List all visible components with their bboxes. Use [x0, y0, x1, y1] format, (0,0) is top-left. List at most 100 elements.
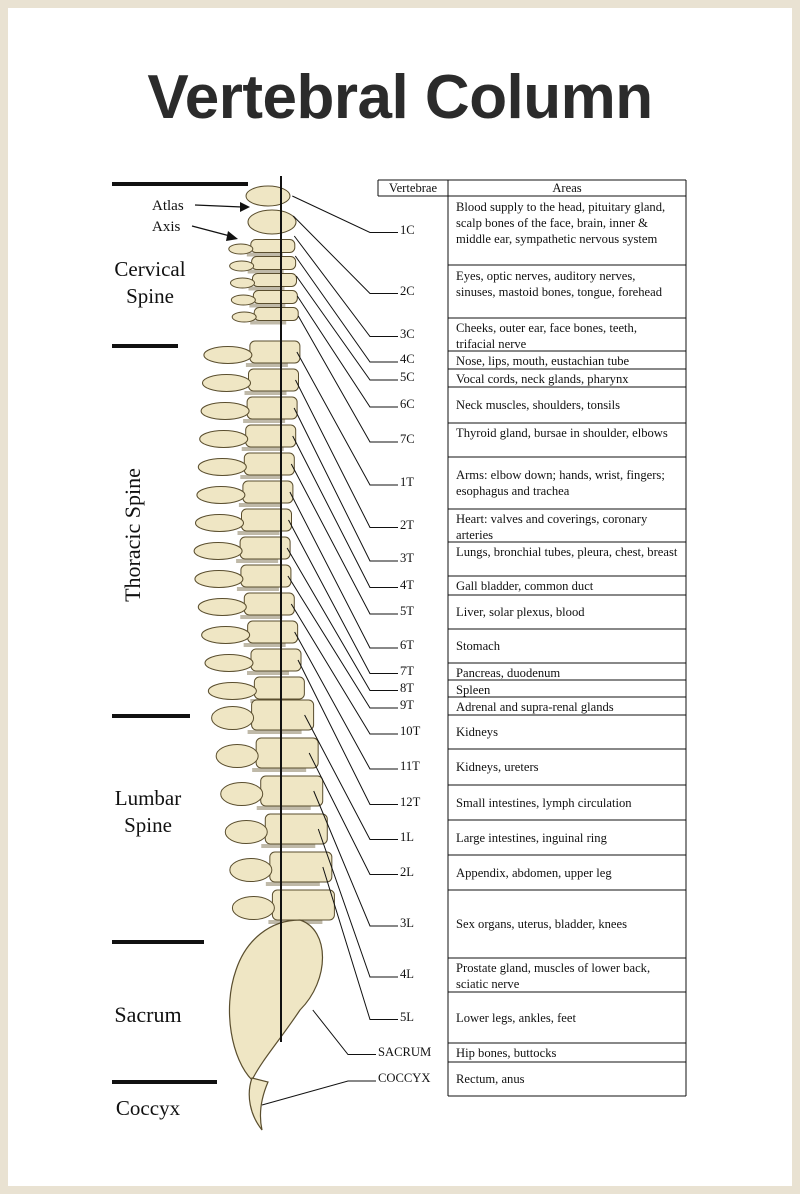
vertebra-label: 2C	[400, 283, 415, 298]
area-cell: Adrenal and supra-renal glands	[456, 700, 614, 714]
spinous-process	[220, 781, 264, 807]
vertebra-label: 3L	[400, 916, 414, 930]
spinous-process	[197, 458, 247, 476]
leader-line	[296, 351, 398, 486]
vertebra-body	[247, 620, 299, 644]
leader-line	[296, 295, 398, 408]
vertebra-label: 6C	[400, 397, 415, 411]
vertebra-label: 1T	[400, 475, 414, 489]
spinous-process	[207, 682, 257, 700]
intervertebral-disc	[249, 303, 286, 308]
intervertebral-disc	[243, 419, 286, 423]
lumbar-label-line2: Spine	[124, 813, 172, 837]
vertebra-body	[252, 273, 297, 287]
area-cell: Liver, solar plexus, blood	[456, 605, 585, 619]
vertebra-label: 11T	[400, 759, 420, 773]
leader-line	[292, 435, 398, 588]
area-cell: Thyroid gland, bursae in shoulder, elbow…	[456, 426, 668, 440]
spinous-process	[202, 374, 251, 392]
intervertebral-disc	[237, 531, 280, 535]
vertebra-body	[251, 699, 315, 731]
leader-lines	[261, 195, 398, 1106]
intervertebral-disc	[236, 559, 279, 563]
area-cell: Nose, lips, mouth, eustachian tube	[456, 354, 630, 368]
annotation-arrows	[191, 202, 250, 241]
vertebra-label: 2L	[400, 864, 414, 879]
area-cell: Eyes, optic nerves, auditory nerves, sin…	[456, 268, 663, 299]
intervertebral-disc	[247, 671, 289, 675]
leader-line	[287, 575, 398, 709]
leader-line	[286, 547, 398, 691]
table-grid	[377, 179, 687, 1097]
separator-cervical-thoracic	[112, 344, 178, 348]
spinous-process	[229, 260, 255, 272]
intervertebral-disc	[247, 730, 302, 734]
area-cell: Cheeks, outer ear, face bones, teeth, tr…	[456, 321, 637, 351]
intervertebral-disc	[240, 615, 283, 619]
intervertebral-disc	[246, 252, 283, 257]
leader-line	[293, 407, 398, 562]
area-cell: Arms: elbow down; hands, wrist, fingers;…	[456, 468, 665, 498]
intervertebral-disc	[250, 320, 287, 325]
leader-line	[261, 1080, 376, 1106]
intervertebral-disc	[247, 269, 284, 274]
vertebra-body	[253, 307, 299, 321]
vertebra-label: 10T	[400, 724, 421, 738]
spinous-process	[196, 486, 246, 504]
area-cell: Small intestines, lymph circulation	[456, 795, 632, 810]
area-cell: Pancreas, duodenum	[456, 666, 561, 680]
coccyx-label: Coccyx	[116, 1096, 181, 1120]
vertebra-body	[250, 239, 296, 253]
separator-thoracic-lumbar	[112, 714, 190, 718]
vertebra-body	[252, 290, 298, 304]
intervertebral-disc	[256, 806, 311, 810]
leader-line	[297, 315, 398, 443]
leader-line	[293, 235, 398, 337]
leader-line	[289, 491, 398, 649]
vertebra-label: 5L	[400, 1009, 414, 1024]
area-cell: Kidneys, ureters	[456, 760, 539, 774]
vertebra-label: 7C	[400, 432, 415, 446]
vertebra-label: 3T	[400, 551, 414, 565]
spinous-process	[229, 857, 273, 883]
leader-line	[322, 866, 398, 1020]
vertebra-label: 5C	[400, 370, 415, 384]
vertebra-body	[243, 452, 295, 476]
area-cell: Sex organs, uterus, bladder, knees	[456, 917, 627, 931]
vertebra-body	[255, 737, 319, 769]
vertebra-body	[241, 508, 292, 532]
area-cell: Appendix, abdomen, upper leg	[456, 865, 612, 880]
vertebra-label: 4T	[400, 577, 414, 592]
intervertebral-disc	[238, 503, 281, 507]
vertebra-label: 4L	[400, 967, 414, 981]
cervical-label-line2: Spine	[126, 284, 174, 308]
leader-line	[292, 215, 398, 294]
leader-line	[304, 714, 398, 840]
area-cell: Vocal cords, neck glands, pharynx	[456, 372, 629, 386]
spinous-process	[203, 346, 253, 364]
spinous-process	[193, 542, 243, 560]
vertebra-body	[250, 648, 302, 672]
area-cell: Lungs, bronchial tubes, pleura, chest, b…	[456, 545, 678, 559]
leader-line	[295, 379, 398, 528]
intervertebral-disc	[245, 363, 288, 367]
sacrum-label: Sacrum	[114, 1002, 181, 1027]
area-cell: Rectum, anus	[456, 1072, 525, 1086]
cervical-label-line1: Cervical	[114, 257, 185, 281]
spinal-column	[193, 185, 335, 1131]
spinous-process	[204, 654, 254, 672]
intervertebral-disc	[265, 882, 320, 886]
vertebra-label: 1L	[400, 829, 414, 844]
spinous-process	[200, 402, 250, 420]
vertebra-body	[245, 424, 297, 448]
vertebra-label: 1C	[400, 222, 415, 237]
area-cell: Blood supply to the head, pituitary glan…	[456, 199, 666, 246]
leader-line	[313, 790, 398, 927]
page-title: Vertebral Column	[147, 63, 653, 132]
vertebra-body	[260, 775, 324, 807]
leader-line	[292, 195, 398, 233]
sacrum-bone	[228, 919, 324, 1082]
spinous-process	[195, 514, 244, 532]
spinous-process	[199, 430, 249, 448]
leader-line	[294, 631, 398, 770]
